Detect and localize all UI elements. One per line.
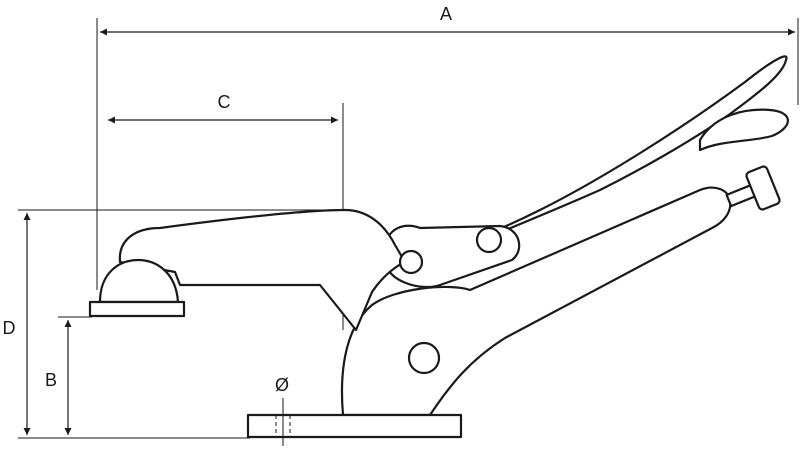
release-lever: [698, 108, 789, 152]
dimension-label-a: A: [440, 4, 452, 24]
swivel-pad-plate: [88, 300, 186, 318]
upper-arm: [118, 208, 407, 332]
swivel-pad-dome: [98, 258, 180, 304]
pivot-rivet-lower: [407, 341, 441, 375]
dimension-label-c: C: [218, 92, 231, 112]
dimension-label-diameter: Ø: [275, 375, 289, 395]
dimension-label-d: D: [3, 318, 16, 338]
upper-handle: [376, 55, 788, 264]
pivot-rivet-link-left: [398, 249, 424, 275]
base-plate: [246, 413, 463, 439]
lower-jaw-body: [340, 186, 732, 417]
pivot-rivet-link-right: [475, 226, 503, 254]
adjusting-screw-knob: [745, 165, 781, 211]
dimension-label-b: B: [45, 370, 57, 390]
